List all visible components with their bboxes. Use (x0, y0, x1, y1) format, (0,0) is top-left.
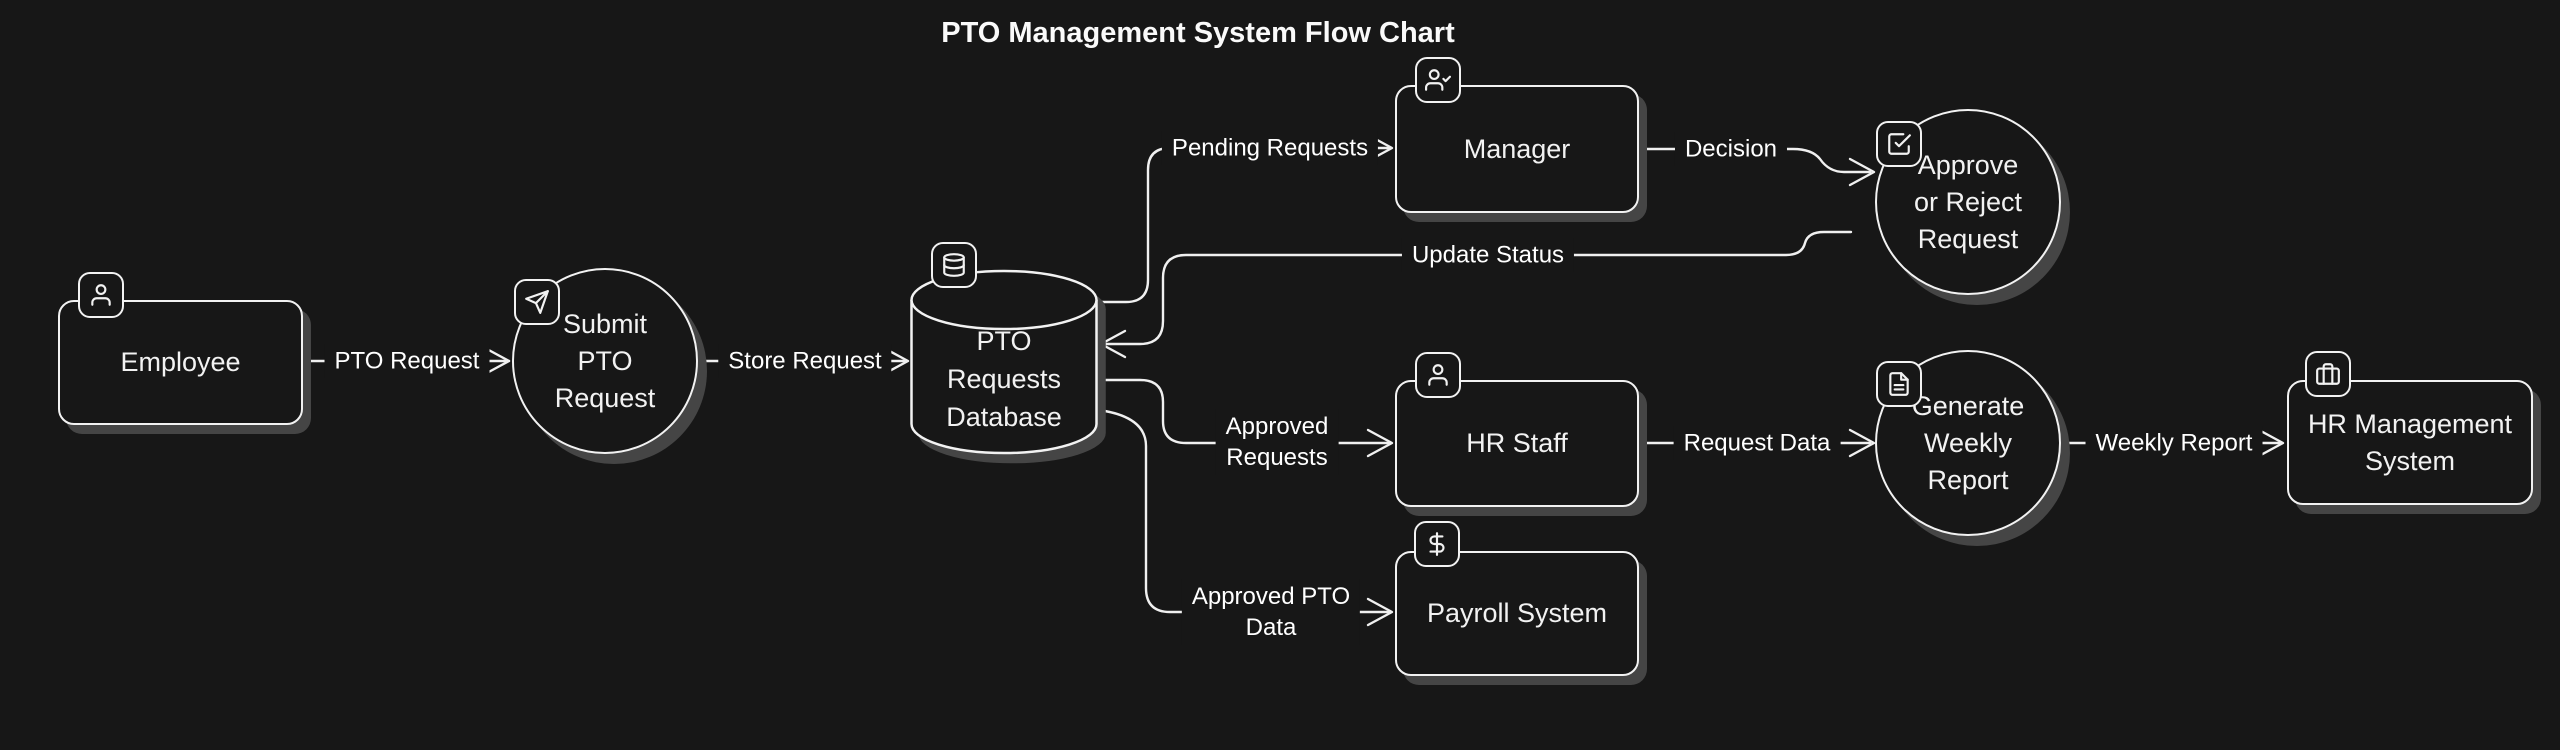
node-hr-staff: HR Staff (1395, 380, 1639, 507)
node-payroll-system-label: Payroll System (1426, 598, 1608, 628)
node-hr-management-system: HR Management System (2287, 380, 2533, 505)
send-icon (525, 290, 549, 314)
diagram-title: PTO Management System Flow Chart (941, 17, 1455, 49)
arrowhead (1099, 329, 1127, 359)
arrowhead (1848, 157, 1876, 187)
user-icon (1428, 364, 1448, 386)
node-manager-label: Manager (1463, 133, 1571, 164)
edge-label-update-status: Update Status (1401, 237, 1575, 273)
file-text-icon (1889, 372, 1909, 396)
edge-label-pending-requests: Pending Requests (1161, 130, 1379, 166)
briefcase-icon (2316, 363, 2340, 385)
edge-label-decision: Decision (1674, 131, 1788, 167)
hr-system-badge (2305, 351, 2351, 397)
employee-badge (78, 272, 124, 318)
edge-approved-pto-data-line (1088, 407, 1392, 614)
edge-decision-line (1638, 147, 1872, 174)
node-hr-management-system-label: HR Management System (2307, 408, 2513, 476)
edge-label-store-request: Store Request (718, 343, 892, 379)
payroll-badge (1414, 521, 1460, 567)
arrowhead (1366, 428, 1394, 458)
submit-badge (514, 279, 560, 325)
report-badge (1876, 361, 1922, 407)
node-employee-label: Employee (120, 347, 241, 377)
node-submit-pto-request-label: Submit PTO Request (554, 308, 656, 413)
approve-badge (1876, 121, 1922, 167)
edge-label-request-data: Request Data (1673, 425, 1841, 461)
node-hr-staff-label: HR Staff (1466, 428, 1568, 458)
user-check-icon (1425, 69, 1451, 91)
edge-approved-requests-line (1096, 378, 1392, 445)
node-pto-requests-database-label: PTO Requests Database (946, 326, 1062, 432)
arrowhead (2257, 428, 2285, 458)
node-payroll-system: Payroll System (1395, 551, 1639, 676)
arrowhead (882, 346, 910, 376)
arrowhead (483, 346, 511, 376)
edge-update-status-line (1102, 230, 1853, 346)
user-icon (91, 284, 111, 306)
node-approve-or-reject-label: Approve or Reject Request (1913, 149, 2023, 254)
hr-staff-badge (1415, 352, 1461, 398)
edge-label-weekly-report: Weekly Report (2085, 425, 2263, 461)
edge-label-approved-requests: Approved Requests (1215, 409, 1339, 475)
edge-label-approved-pto-data: Approved PTO Data (1181, 579, 1361, 645)
dollar-icon (1429, 532, 1445, 556)
node-generate-weekly-report-label: Generate Weekly Report (1911, 390, 2025, 495)
edge-pending-requests-line (1097, 146, 1392, 304)
database-icon (943, 253, 965, 277)
edge-label-pto-request: PTO Request (324, 343, 490, 379)
manager-badge (1415, 57, 1461, 103)
node-employee: Employee (58, 300, 303, 425)
check-square-icon (1888, 133, 1911, 155)
node-manager: Manager (1395, 85, 1639, 213)
arrowhead (1366, 597, 1394, 627)
database-badge (931, 242, 977, 288)
arrowhead (1848, 428, 1876, 458)
